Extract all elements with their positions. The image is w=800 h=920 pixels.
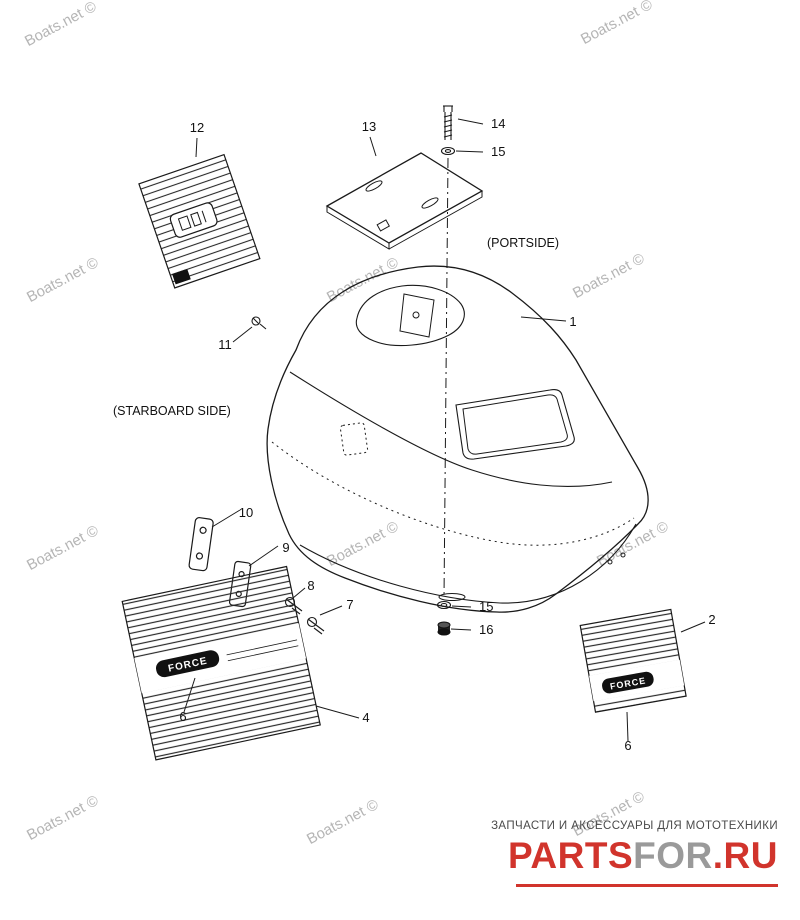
callout-7: 7 <box>346 597 353 612</box>
screw-7-drawing <box>306 616 325 635</box>
logo-underline <box>516 884 778 887</box>
top-plate-drawing <box>325 152 484 250</box>
logo-ru-text: .RU <box>712 835 778 876</box>
callout-12: 12 <box>190 120 204 135</box>
callout-6-left: 6 <box>179 709 186 724</box>
callout-14: 14 <box>491 116 505 131</box>
decal-12-drawing <box>138 153 261 289</box>
partsfor-logo: PARTSFOR.RU <box>508 835 778 877</box>
logo-parts-text: PARTS <box>508 835 634 876</box>
callout-2: 2 <box>708 612 715 627</box>
nut-16-drawing <box>437 621 451 636</box>
bolt-11-drawing <box>251 316 267 330</box>
callout-15-top: 15 <box>491 144 505 159</box>
screw-14-drawing <box>443 105 453 140</box>
callout-13: 13 <box>362 119 376 134</box>
callout-8: 8 <box>307 578 314 593</box>
callout-10: 10 <box>239 505 253 520</box>
washer-15-top-drawing <box>440 146 456 156</box>
leader-lines <box>183 118 706 742</box>
footer-tagline: ЗАПЧАСТИ И АКСЕССУАРЫ ДЛЯ МОТОТЕХНИКИ <box>491 820 778 832</box>
washer-15-bottom-drawing <box>436 600 452 610</box>
starboard-side-label: (STARBOARD SIDE) <box>113 404 231 418</box>
engine-cover-drawing <box>266 265 649 613</box>
callout-4: 4 <box>362 710 369 725</box>
decal-4-drawing: FORCE <box>121 565 321 761</box>
callout-15-bottom: 15 <box>479 599 493 614</box>
callout-9: 9 <box>282 540 289 555</box>
callout-11: 11 <box>218 337 232 352</box>
callout-6-right: 6 <box>624 738 631 753</box>
decal-2-drawing: FORCE <box>579 608 687 713</box>
assembly-centerline <box>443 157 449 599</box>
bracket-10-drawing <box>188 517 214 572</box>
portside-label: (PORTSIDE) <box>487 236 559 250</box>
logo-for-text: FOR <box>633 835 713 876</box>
callout-16: 16 <box>479 622 493 637</box>
callout-1: 1 <box>569 314 576 329</box>
